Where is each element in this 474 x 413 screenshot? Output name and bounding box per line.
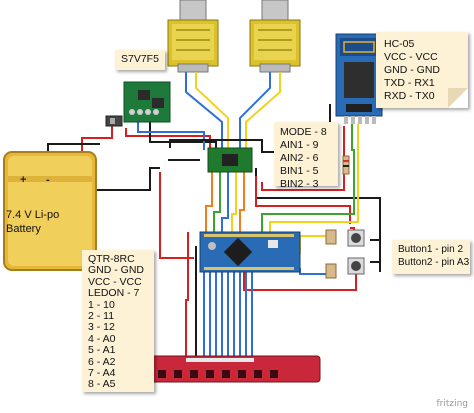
sensor-note-line: 8 - A5 [88,378,116,391]
sensor-note-line: VCC - VCC [88,275,142,288]
battery-plus-sign: + [20,174,27,186]
sensor-note-line: 2 - 11 [88,310,115,323]
driver-note-line: BIN2 - 3 [280,178,319,190]
arduino-board [199,231,301,273]
fritzing-watermark: fritzing [436,399,468,409]
driver-note-line: AIN1 - 9 [280,139,319,151]
sensor-note-line: LEDON - 7 [88,287,140,300]
battery-minus-sign: - [46,174,50,186]
bluetooth-module [335,33,383,124]
driver-note-line: MODE - 8 [280,126,327,138]
regulator-note: S7V7F5 [115,50,165,70]
sensor-note-line: 5 - A1 [88,344,116,357]
sensor-note-line: 3 - 12 [88,321,115,334]
button-1 [325,229,365,247]
bluetooth-note-line: HC-05 [384,38,415,50]
sensor-note-line: QTR-8RC [88,253,135,265]
driver-note-line: AIN2 - 6 [280,152,319,164]
motor-driver [207,147,253,173]
sensor-note-line: 6 - A2 [88,355,116,368]
button-2 [325,257,365,279]
sensor-note-line: 4 - A0 [88,332,116,345]
buttons-note: Button1 - pin 2 Button2 - pin A3 [392,240,470,274]
bluetooth-note-line: VCC - VCC [384,51,438,63]
bluetooth-note-line: RXD - TX0 [384,90,435,102]
battery-label-line: 7.4 V Li-po [6,209,60,221]
sensor-note-line: 1 - 10 [88,298,115,311]
motor-wires [185,72,281,148]
qtr-8rc-sensor [149,355,321,383]
bluetooth-note: HC-05 VCC - VCC GND - GND TXD - RX1 RXD … [376,32,468,108]
driver-note-line: BIN1 - 5 [280,165,319,177]
buttons-note-line: Button1 - pin 2 [398,244,464,255]
bluetooth-resistor [342,155,350,175]
battery-label-line: Battery [6,223,41,235]
sensor-note-line: 7 - A4 [88,367,116,380]
power-switch [105,115,123,127]
bluetooth-note-line: TXD - RX1 [384,77,435,89]
voltage-regulator [123,81,171,123]
sensor-note: QTR-8RC GND - GND VCC - VCC LEDON - 7 1 … [82,250,154,392]
regulator-note-line: S7V7F5 [121,53,159,65]
battery [3,151,97,271]
battery-label: 7.4 V Li-po Battery [6,208,59,236]
buttons-note-line: Button2 - pin A3 [398,257,470,268]
driver-note: MODE - 8 AIN1 - 9 AIN2 - 6 BIN1 - 5 BIN2… [274,122,338,190]
note-fold [448,88,468,108]
bluetooth-note-line: GND - GND [384,64,440,76]
sensor-note-line: GND - GND [88,264,144,277]
motor-left [167,0,219,73]
power-wires [47,104,381,356]
motor-right [249,0,301,73]
